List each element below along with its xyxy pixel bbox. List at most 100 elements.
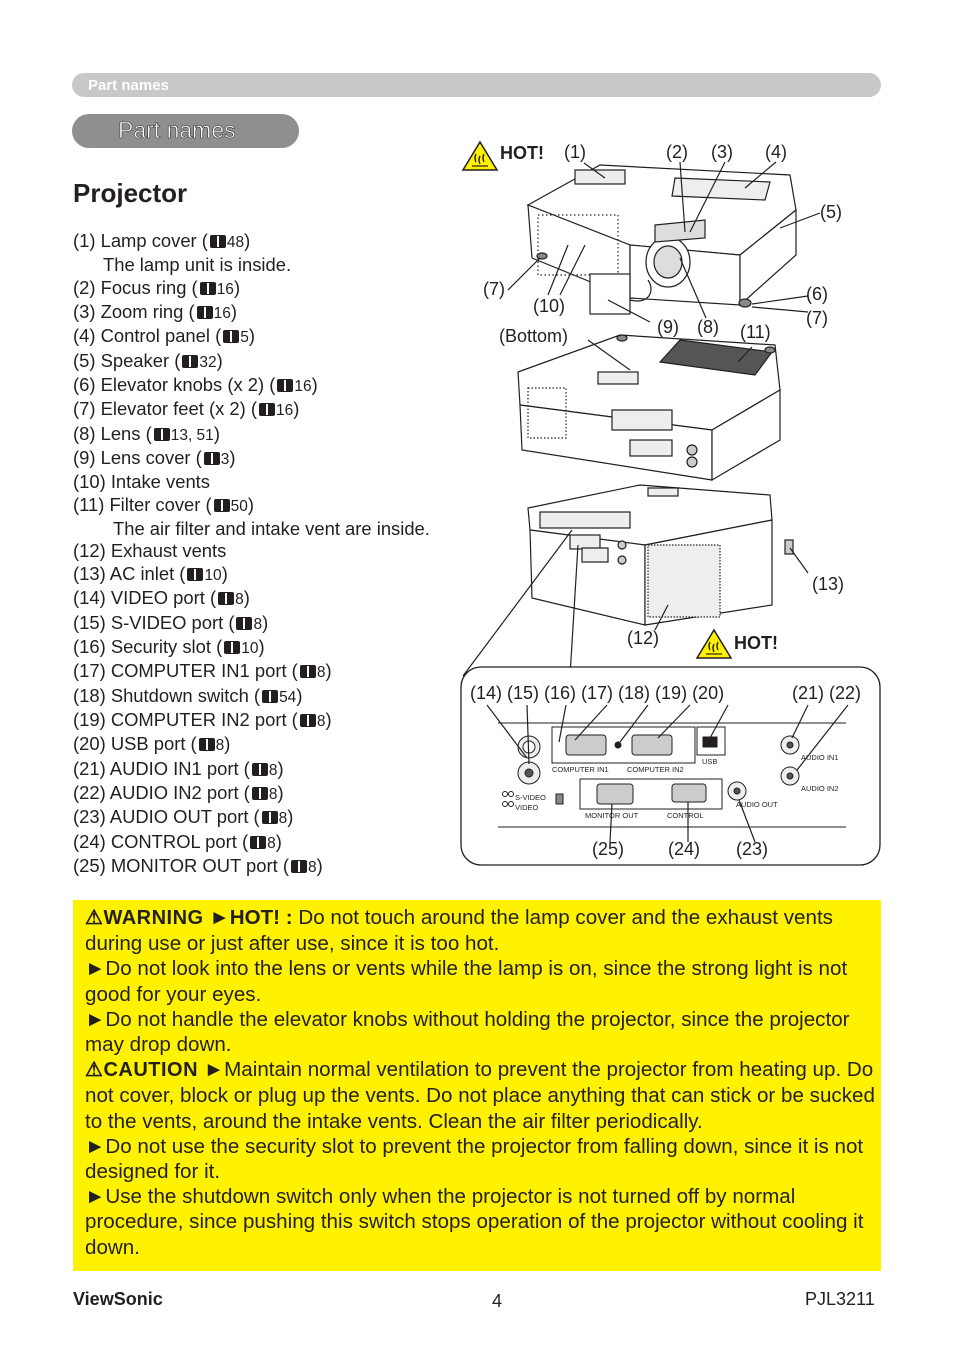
footer-brand: ViewSonic: [73, 1289, 163, 1309]
page-reference: 8: [268, 761, 278, 779]
parts-list-item: (21) AUDIO IN1 port (8): [73, 758, 430, 782]
parts-item-tail: ): [262, 611, 269, 633]
parts-item-text: (24) CONTROL port (: [73, 830, 249, 852]
parts-item-text: (13) AC inlet (: [73, 562, 186, 584]
parts-list-item: (13) AC inlet (10): [73, 563, 430, 587]
parts-list-item: (7) Elevator feet (x 2) (16): [73, 398, 430, 422]
parts-item-text: (9) Lens cover (: [73, 447, 202, 469]
parts-item-tail: ): [316, 854, 323, 876]
port-label-svideo: S-VIDEO: [515, 793, 546, 802]
parts-list-item: (5) Speaker (32): [73, 350, 430, 374]
projector-bottom-view: [517, 334, 781, 482]
parts-list-item: (23) AUDIO OUT port (8): [73, 806, 430, 830]
book-reference-icon: [290, 859, 307, 873]
parts-item-tail: ): [233, 276, 241, 298]
page-reference: 16: [294, 378, 312, 396]
parts-item-text: (12) Exhaust vents: [73, 540, 227, 562]
parts-item-tail: ): [230, 301, 237, 323]
page-reference: 8: [235, 591, 244, 609]
page-reference: 8: [267, 834, 276, 852]
page-heading: Projector: [73, 178, 188, 208]
parts-item-text: (18) Shutdown switch (: [73, 684, 261, 706]
parts-item-text: (19) COMPUTER IN2 port (: [73, 708, 298, 730]
parts-list-item: (20) USB port (8): [73, 733, 430, 757]
callout-11: (11): [740, 322, 771, 342]
book-reference-icon: [299, 665, 316, 679]
parts-item-text: (3) Zoom ring (: [73, 301, 195, 323]
port-label-audio-in2: AUDIO IN2: [801, 784, 839, 793]
port-label-audio-in1: AUDIO IN1: [801, 753, 839, 762]
page-reference: 5: [240, 329, 249, 347]
callout-lines: [462, 161, 821, 677]
parts-list-item: (9) Lens cover (3): [73, 447, 430, 471]
page-reference: 32: [199, 353, 217, 371]
footer-model: PJL3211: [805, 1289, 875, 1309]
warning-text-3: ►Do not handle the elevator knobs withou…: [85, 1007, 850, 1057]
parts-item-text: (11) Filter cover (: [73, 493, 212, 515]
book-reference-icon: [196, 306, 213, 320]
parts-list-item: (18) Shutdown switch (54): [73, 685, 430, 709]
book-reference-icon: [251, 786, 268, 800]
book-reference-icon: [251, 762, 268, 776]
callout-4: (4): [765, 142, 787, 162]
parts-list-item: (8) Lens (13, 51): [73, 423, 430, 447]
hot-lead: ►HOT! :: [203, 906, 299, 929]
book-reference-icon: [224, 640, 241, 654]
book-reference-icon: [209, 235, 226, 248]
parts-list-item: (14) VIDEO port (8): [73, 587, 430, 611]
parts-item-text: (7) Elevator feet (x 2) (: [73, 398, 257, 420]
parts-item-tail: ): [277, 757, 284, 779]
book-reference-icon: [299, 713, 316, 727]
callout-24: (24): [668, 839, 701, 859]
port-callout-lines: [486, 704, 849, 843]
parts-list-item: (16) Security slot (10): [73, 636, 430, 660]
port-label-computer-in1: COMPUTER IN1: [552, 765, 609, 774]
page-reference: 10: [204, 566, 222, 584]
warning-hot-paragraph: ⚠WARNING ►HOT! : Do not touch around the…: [85, 905, 875, 956]
projector-diagram: [460, 140, 881, 866]
parts-item-text: (22) AUDIO IN2 port (: [73, 781, 250, 803]
caution-text-1: ►Maintain normal ventilation to prevent …: [85, 1058, 875, 1133]
parts-item-tail: ): [244, 230, 251, 251]
warning-text-2: ►Do not look into the lens or vents whil…: [85, 957, 848, 1006]
book-reference-icon: [277, 379, 294, 393]
caution-tag: CAUTION: [103, 1059, 199, 1082]
parts-list-item: The air filter and intake vent are insid…: [73, 518, 430, 540]
callout-3: (3): [711, 142, 733, 162]
hot-label-2: HOT!: [734, 633, 778, 653]
page-reference: 13, 51: [170, 426, 214, 444]
parts-item-tail: ): [325, 660, 332, 682]
parts-item-tail: ): [275, 830, 282, 852]
parts-item-tail: ): [325, 708, 332, 730]
callout-row-14-20: (14) (15) (16) (17) (18) (19) (20): [470, 683, 725, 703]
port-label-audio-out: AUDIO OUT: [736, 800, 778, 809]
parts-item-tail: ): [243, 587, 250, 609]
caution-icon: ⚠: [85, 1059, 104, 1082]
parts-list-item: The lamp unit is inside.: [73, 254, 430, 276]
port-label-usb: USB: [702, 757, 718, 766]
parts-item-tail: ): [258, 635, 265, 657]
parts-list-item: (25) MONITOR OUT port (8): [73, 855, 430, 879]
port-panel-frame: [460, 666, 881, 866]
parts-list-item: (10) Intake vents: [73, 471, 430, 493]
book-reference-icon: [261, 811, 278, 825]
parts-list-item: (4) Control panel (5): [73, 325, 430, 349]
callout-6: (6): [806, 284, 828, 304]
parts-item-text: (16) Security slot (: [73, 635, 223, 657]
page-reference: 8: [316, 664, 326, 682]
book-reference-icon: [250, 835, 267, 849]
book-reference-icon: [218, 592, 235, 606]
parts-list-item: (6) Elevator knobs (x 2) (16): [73, 374, 430, 398]
parts-item-text: (8) Lens (: [73, 422, 152, 444]
parts-list-item: (24) CONTROL port ( 8): [73, 831, 430, 855]
caution-paragraph: ⚠CAUTION ►Maintain normal ventilation to…: [85, 1057, 875, 1134]
parts-list-item: (12) Exhaust vents: [73, 540, 430, 562]
book-reference-icon: [153, 427, 170, 441]
parts-item-text: (17) COMPUTER IN1 port (: [73, 660, 298, 682]
page-reference: 8: [253, 615, 263, 633]
caution-text-3: ►Use the shutdown switch only when the p…: [85, 1185, 864, 1259]
parts-item-text: The air filter and intake vent are insid…: [113, 518, 430, 540]
parts-item-text: (10) Intake vents: [73, 471, 210, 493]
page-reference: 54: [279, 688, 297, 706]
parts-item-tail: ): [287, 806, 294, 828]
